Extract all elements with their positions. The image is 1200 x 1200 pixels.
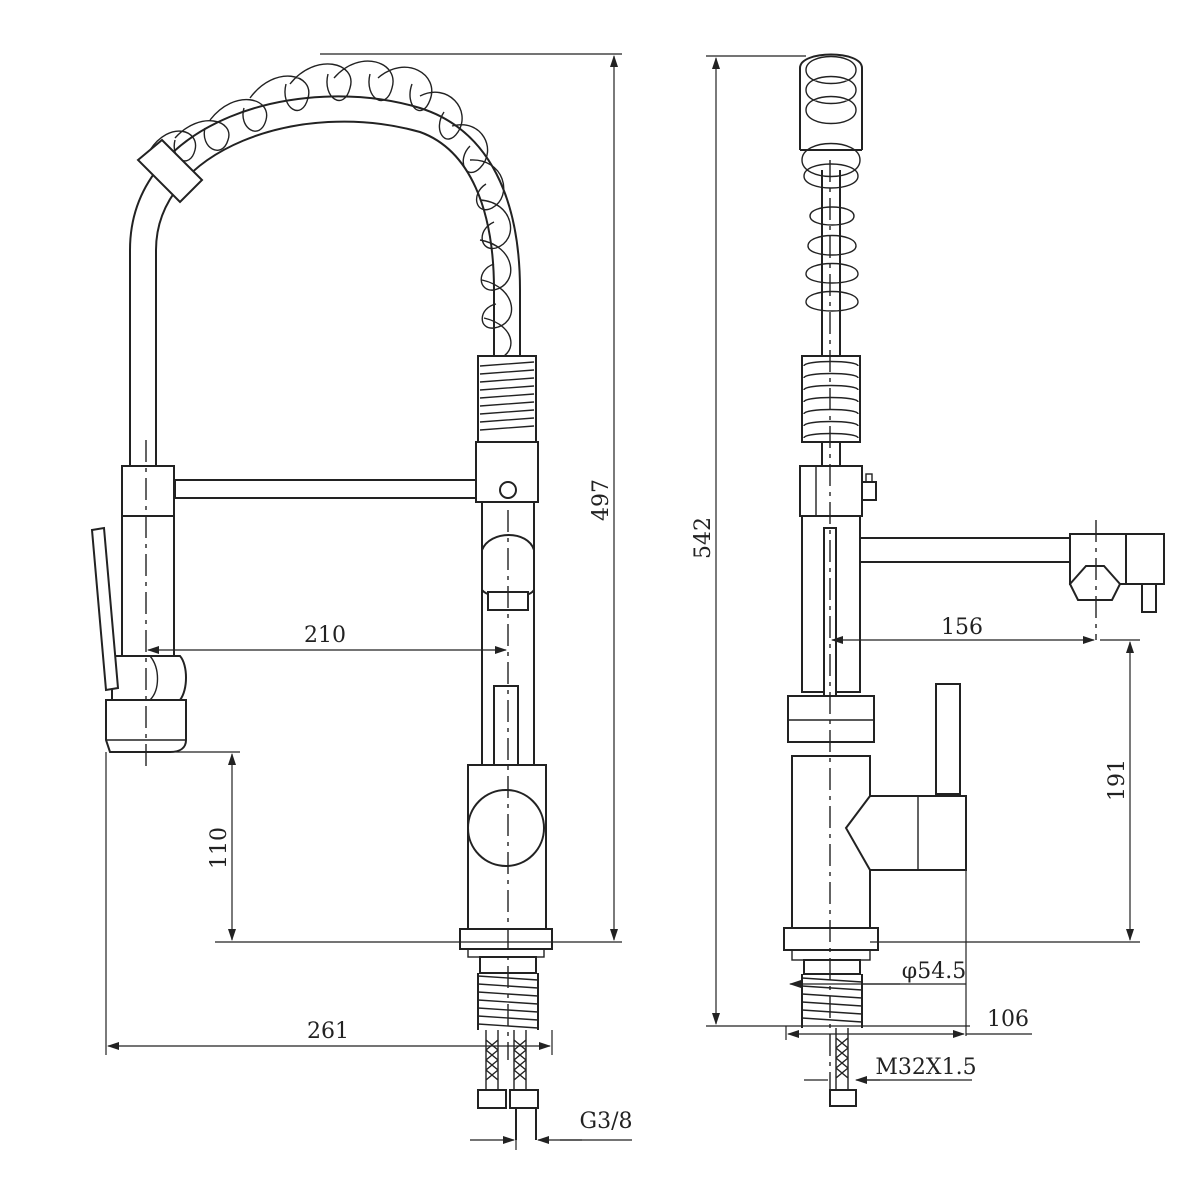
hose-left <box>485 1030 499 1090</box>
spray-lever <box>90 526 120 692</box>
spray-head-detail <box>149 655 159 701</box>
dim-label-110: 110 <box>207 827 232 869</box>
side-handle-body <box>844 795 967 871</box>
side-ring <box>787 695 875 743</box>
dim-label-g38: G3/8 <box>580 1109 633 1134</box>
side-spray-top <box>799 53 863 151</box>
hose-nut-right <box>509 1089 539 1109</box>
dim-label-261: 261 <box>307 1019 349 1044</box>
base-plate-edge <box>467 948 545 958</box>
side-dim-label-156: 156 <box>941 615 983 640</box>
pause-button <box>499 481 517 499</box>
hose-right <box>513 1030 527 1090</box>
side-holder-cap <box>1125 533 1165 585</box>
holder-tube <box>121 515 175 657</box>
side-hose-nut <box>829 1089 857 1107</box>
side-holder-arm <box>859 537 1071 563</box>
side-handle-stem <box>935 683 961 795</box>
spring-base-coils <box>479 361 535 431</box>
side-holder-stub <box>1141 583 1157 613</box>
side-shank-nut <box>803 959 861 975</box>
front-view: 497 210 110 261 G3/8 <box>90 53 633 1150</box>
side-dim-label-m32: M32X1.5 <box>875 1055 976 1080</box>
side-view: 542 156 191 φ54.5 106 M32X1.5 <box>691 53 1165 1107</box>
side-collar <box>799 465 863 517</box>
side-button <box>861 481 877 501</box>
side-dim-label-106: 106 <box>987 1007 1029 1032</box>
dim-label-497: 497 <box>589 479 614 521</box>
side-hose <box>835 1028 849 1090</box>
side-dim-label-542: 542 <box>691 517 716 559</box>
spout-tube-inner <box>155 120 495 465</box>
holder-crossbar <box>174 479 477 499</box>
lever-handle <box>493 685 519 767</box>
hose-nut-left <box>477 1089 507 1109</box>
side-dim-label-545: φ54.5 <box>902 959 966 984</box>
side-base-edge <box>791 949 871 961</box>
dim-label-210: 210 <box>304 623 346 648</box>
side-spring-base-coils <box>803 360 859 439</box>
shank-body <box>477 973 539 1030</box>
side-shank-body <box>801 974 863 1028</box>
base-plate <box>459 928 553 950</box>
spray-head-body <box>111 655 187 701</box>
faucet-body <box>481 502 535 765</box>
spray-head-cap <box>136 138 204 204</box>
side-base-plate <box>783 927 879 951</box>
side-spring-coil <box>801 55 861 312</box>
side-holder-nozzle <box>1068 565 1122 601</box>
spout-tube-outer <box>129 95 521 465</box>
side-dim-label-191: 191 <box>1105 759 1130 801</box>
handle-cartridge <box>467 789 545 867</box>
side-button-cap <box>865 473 873 483</box>
side-shank-thread <box>801 977 863 1023</box>
hose-tail <box>515 1108 537 1140</box>
holder-sleeve <box>121 465 175 517</box>
spring-coil <box>149 60 513 361</box>
